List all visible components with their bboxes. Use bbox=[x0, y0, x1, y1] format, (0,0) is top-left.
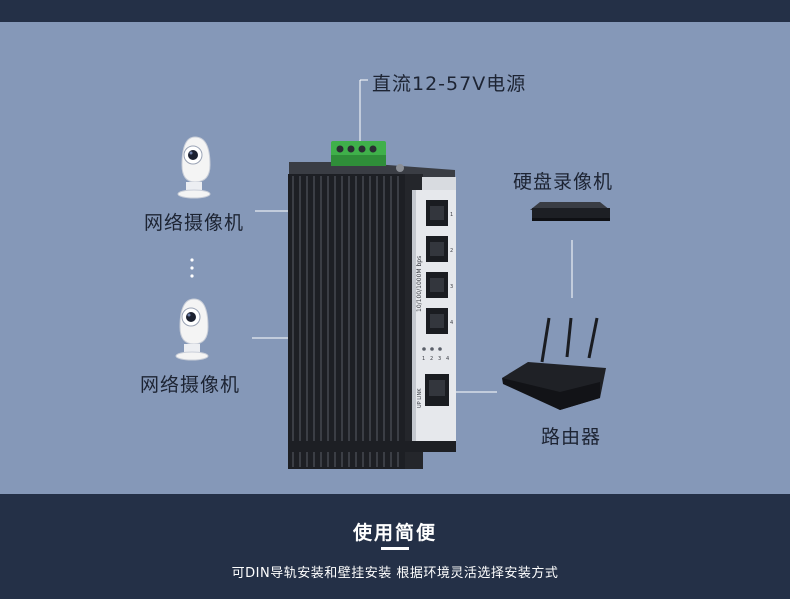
router-icon bbox=[502, 317, 606, 410]
port-number-label: 1 bbox=[450, 212, 453, 218]
footer-band: 使用简便 可DIN导轨安装和壁挂安装 根据环境灵活选择安装方式 bbox=[0, 494, 790, 599]
led-number-label: 1 bbox=[422, 356, 425, 362]
led-number-label: 4 bbox=[446, 356, 449, 362]
port-number-labels: 1 2 3 4 bbox=[450, 212, 453, 326]
speed-label: 10/100/1000M bps bbox=[416, 256, 423, 312]
nvr-label: 硬盘录像机 bbox=[513, 171, 614, 193]
footer-title-underline bbox=[381, 547, 409, 550]
led-number-label: 2 bbox=[430, 356, 433, 362]
camera-bottom-label: 网络摄像机 bbox=[140, 374, 241, 396]
router-label: 路由器 bbox=[541, 426, 602, 448]
led-number-label: 3 bbox=[438, 356, 441, 362]
top-band bbox=[0, 0, 790, 22]
diagram-graphics: 10/100/1000M bps UP LINK 1 2 3 4 1 2 3 4 bbox=[175, 79, 610, 469]
footer-title: 使用简便 bbox=[352, 522, 437, 544]
power-terminal-block bbox=[331, 141, 386, 166]
rj45-ports bbox=[426, 200, 448, 334]
nvr-icon bbox=[530, 202, 610, 221]
led-number-labels: 1 2 3 4 bbox=[422, 356, 449, 362]
topology-diagram: 10/100/1000M bps UP LINK 1 2 3 4 1 2 3 4 bbox=[0, 22, 790, 494]
heatsink-fins bbox=[292, 176, 399, 467]
power-supply-label: 直流12-57V电源 bbox=[372, 73, 527, 95]
port-number-label: 2 bbox=[450, 248, 453, 254]
more-cameras-ellipsis bbox=[190, 258, 194, 278]
industrial-switch bbox=[288, 141, 456, 469]
uplink-label: UP LINK bbox=[417, 388, 423, 408]
camera-bottom-icon bbox=[175, 298, 209, 361]
status-leds bbox=[422, 347, 442, 351]
footer-subtitle: 可DIN导轨安装和壁挂安装 根据环境灵活选择安装方式 bbox=[231, 566, 559, 581]
camera-top-label: 网络摄像机 bbox=[144, 212, 245, 234]
camera-top-icon bbox=[177, 136, 211, 199]
port-number-label: 4 bbox=[450, 320, 453, 326]
port-number-label: 3 bbox=[450, 284, 453, 290]
